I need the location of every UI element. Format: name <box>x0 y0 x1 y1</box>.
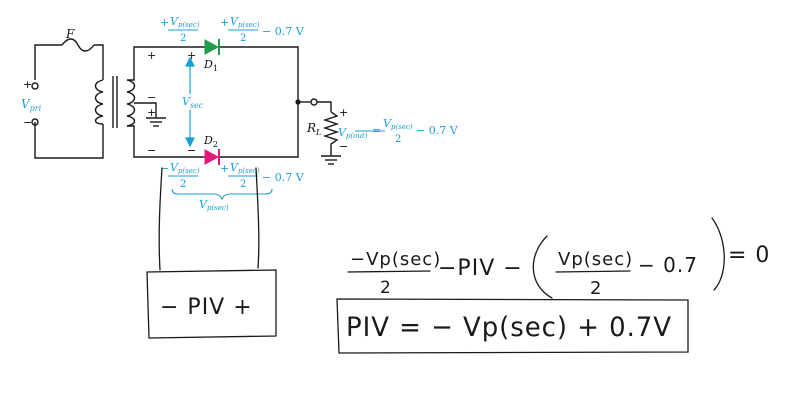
load-resistor <box>322 111 340 156</box>
secondary-circuit <box>127 46 341 165</box>
rl-minus: − <box>339 140 348 153</box>
rl-label: RL <box>306 121 321 137</box>
top-frac2-num: Vp(sec) <box>230 15 260 29</box>
primary-terminal-top <box>31 82 39 90</box>
vout-label: Vp(out) <box>338 126 368 140</box>
eq1-frac2-den: 2 <box>590 278 602 299</box>
bot-frac2-num: Vp(sec) <box>230 161 260 175</box>
brace-label: Vp(sec) <box>199 198 229 212</box>
vout-eq: = <box>372 124 381 137</box>
diode-d2 <box>204 149 220 165</box>
vout-frac-den: 2 <box>395 134 401 145</box>
bot-minus-1: − <box>160 162 169 175</box>
d1-label: D1 <box>203 58 218 73</box>
sec-top-plus: + <box>147 49 156 62</box>
output-node-dot <box>295 99 301 105</box>
eq2-text: PIV = − Vp(sec) + 0.7V <box>346 312 672 343</box>
primary-coil <box>94 79 104 125</box>
bot-frac1-num: Vp(sec) <box>170 161 200 175</box>
piv-box <box>146 269 277 339</box>
top-frac1-den: 2 <box>180 33 186 44</box>
output-terminal <box>310 98 318 106</box>
primary-circuit <box>31 38 136 159</box>
primary-terminal-bottom <box>31 118 39 126</box>
secondary-coil <box>126 79 136 127</box>
d2-label: D2 <box>203 134 218 149</box>
handwriting-lines <box>146 167 725 354</box>
sec-bot-minus: − <box>147 144 156 157</box>
bot-plus-2: + <box>220 162 229 175</box>
rl-plus: + <box>339 106 348 119</box>
vpri-minus: − <box>23 116 32 129</box>
eq1-rhs: = 0 <box>728 243 770 268</box>
fuse-label: F <box>65 27 75 41</box>
sec-mid-minus: − <box>147 91 156 104</box>
vsec-top-plus: + <box>187 49 196 62</box>
eq1-frac1-den: 2 <box>380 278 392 298</box>
top-frac2-den: 2 <box>240 33 246 44</box>
bot-frac2-den: 2 <box>240 179 246 190</box>
bot-expr-tail: − 0.7 V <box>262 171 305 184</box>
vsec-bot-minus: − <box>187 144 196 157</box>
top-plus-1: + <box>160 16 169 29</box>
vpri-plus: + <box>23 78 32 91</box>
eq1-mid: −PIV − <box>438 256 523 281</box>
bot-frac1-den: 2 <box>180 179 186 190</box>
vout-frac-num: Vp(sec) <box>383 117 413 131</box>
eq1-frac1-num: −Vp(sec) <box>350 249 441 270</box>
vsec-label: Vsec <box>182 95 204 110</box>
eq2-box <box>336 298 689 354</box>
top-frac1-num: Vp(sec) <box>170 15 200 29</box>
fuse-symbol <box>61 38 95 52</box>
top-expr-tail: − 0.7 V <box>262 25 305 38</box>
top-plus-2: + <box>220 16 229 29</box>
vout-tail: − 0.7 V <box>416 124 459 137</box>
diode-d1 <box>204 39 220 55</box>
piv-box-text: − PIV + <box>160 295 253 320</box>
eq1-frac2-num: Vp(sec) <box>558 249 633 270</box>
vpri-label: Vpri <box>21 97 42 113</box>
sec-mid-plus: + <box>147 106 156 119</box>
eq1-tail: − 0.7 <box>638 253 698 277</box>
vsec-arrows <box>185 56 195 148</box>
vpsec-brace <box>171 188 273 201</box>
